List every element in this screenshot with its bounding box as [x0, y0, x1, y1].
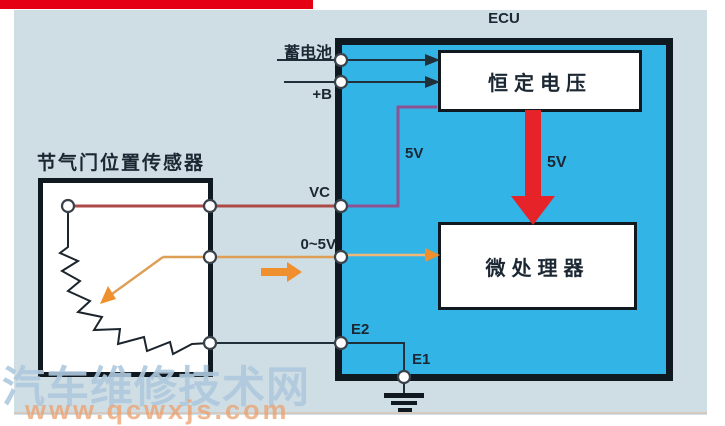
five-v-wire [341, 105, 437, 208]
plus-b-pin-label: +B [312, 86, 332, 103]
terminal-dot-e1 [396, 369, 412, 385]
terminal-dot-sensor-e2 [202, 335, 218, 351]
terminal-dot-vc [333, 198, 349, 214]
signal-arrow-icon [425, 248, 440, 262]
five-v-supply-label: 5V [547, 154, 567, 171]
microprocessor-box: 微处理器 [438, 222, 637, 310]
five-v-supply-arrow-icon [511, 196, 555, 225]
resistor-zigzag-icon [58, 212, 211, 356]
terminal-dot-battery [333, 52, 349, 68]
sensor-title: 节气门位置传感器 [37, 153, 206, 174]
five-v-wire-label: 5V [405, 145, 424, 162]
terminal-dot-sensor-top [60, 198, 76, 214]
battery-arrow-icon [425, 54, 440, 66]
ecu-title: ECU [488, 10, 520, 27]
watermark-site-url: www.qcwxjs.com [25, 395, 290, 425]
bottom-edge-line [14, 412, 707, 414]
constant-voltage-label: 恒定电压 [488, 72, 592, 95]
vc-pin-label: VC [309, 184, 330, 201]
signal-range-label: 0~5V [300, 236, 336, 253]
five-v-supply-arrow-shaft [525, 110, 541, 198]
terminal-dot-plus-b [333, 74, 349, 90]
terminal-dot-sensor-vc [202, 198, 218, 214]
microprocessor-label: 微处理器 [485, 257, 590, 280]
terminal-dot-sensor-signal [202, 249, 218, 265]
ground-icon [384, 393, 424, 412]
terminal-dots [60, 52, 412, 385]
constant-voltage-box: 恒定电压 [438, 50, 642, 112]
e2-pin-label: E2 [351, 321, 370, 338]
terminal-dot-e2 [333, 335, 349, 351]
e2-e1-wire [341, 342, 405, 373]
top-red-bar [0, 0, 313, 9]
flow-arrow-icon [261, 262, 302, 282]
battery-pin-label: 蓄电池 [283, 45, 332, 62]
plus-b-arrow-icon [425, 76, 440, 88]
wiper-arrow-icon [100, 286, 116, 304]
watermark-site-name: 汽车维修技术网 [2, 364, 310, 412]
e1-pin-label: E1 [412, 351, 431, 368]
terminal-dot-signal [333, 249, 349, 265]
wiper-wire [111, 255, 164, 296]
